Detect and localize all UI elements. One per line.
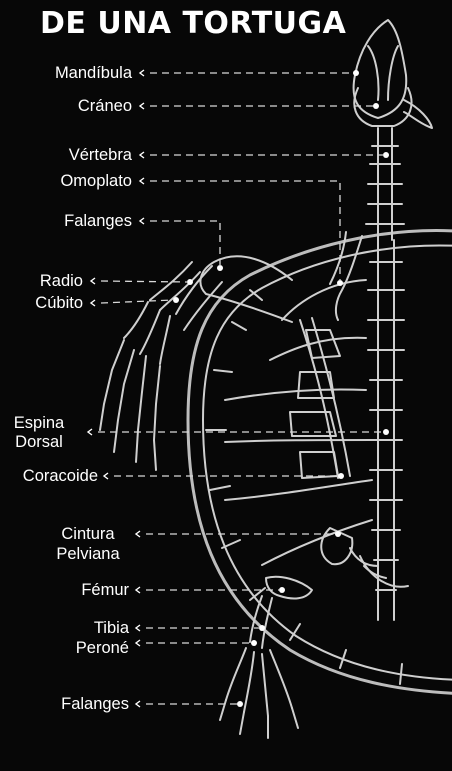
label-femur: Fémur [81, 580, 129, 600]
label-craneo: Cráneo [78, 96, 132, 116]
shoulder-girdle [300, 232, 362, 479]
label-cubito: Cúbito [35, 293, 83, 313]
label-dorsal: Dorsal [8, 432, 70, 452]
perone-point [251, 640, 257, 646]
label-coracoide: Coracoide [23, 466, 98, 486]
craneo-point [373, 103, 379, 109]
label-espina: Espina [8, 413, 70, 433]
label-mandibula: Mandíbula [55, 63, 132, 83]
skull [353, 20, 432, 128]
label-tibia: Tibia [94, 618, 129, 638]
label-omoplato: Omoplato [60, 171, 132, 191]
cintura-point [335, 531, 341, 537]
falanges-bottom-point [237, 701, 243, 707]
coracoide-point [338, 473, 344, 479]
vertebral-column [366, 128, 404, 620]
label-radio: Radio [40, 271, 83, 291]
label-vertebra: Vértebra [69, 145, 132, 165]
label-pelviana: Pelviana [48, 544, 128, 564]
label-falanges-bottom: Falanges [61, 694, 129, 714]
label-falanges-top: Falanges [64, 211, 132, 231]
espina-point [383, 429, 389, 435]
label-perone: Peroné [76, 638, 129, 658]
diagram-title: DE UNA TORTUGA [40, 6, 346, 42]
mandibula-point [353, 70, 359, 76]
label-cintura: Cintura [48, 524, 128, 544]
hind-limb [220, 577, 312, 738]
